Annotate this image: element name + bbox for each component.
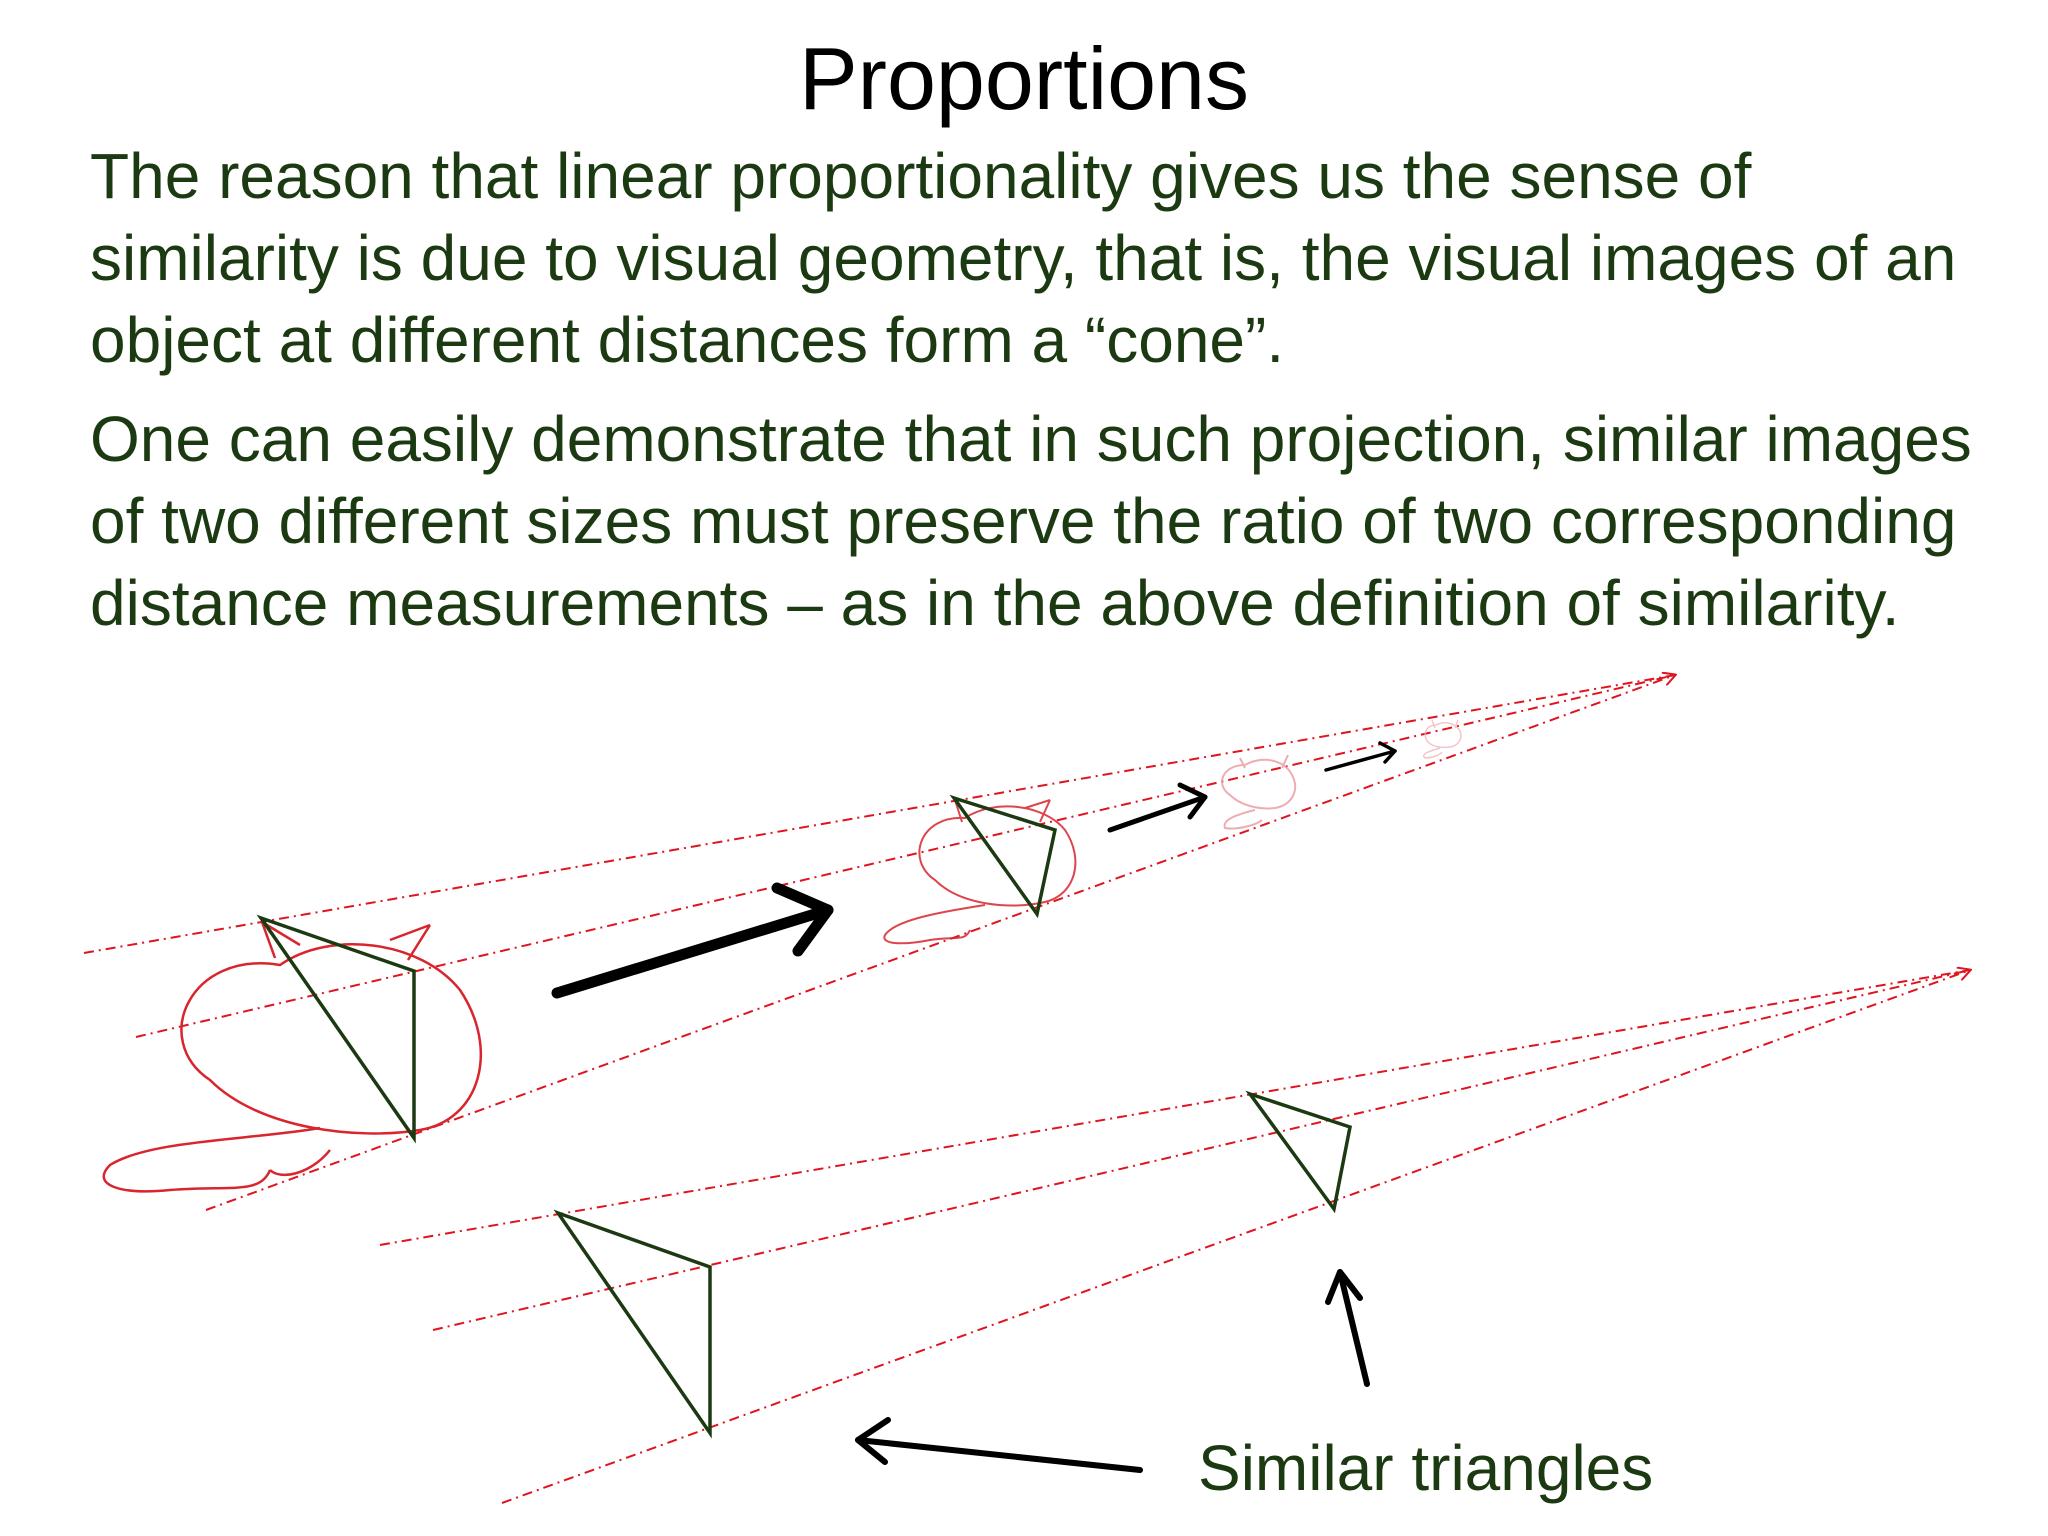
upper-cone-line-top	[83, 674, 1676, 954]
cat-drawing-icon	[1423, 719, 1462, 759]
caption-pointer-arrows	[855, 1269, 1370, 1473]
lower-triangles	[553, 1090, 1353, 1439]
cat-drawing-icon	[1221, 754, 1297, 830]
paragraph-1: The reason that linear proportionality g…	[90, 140, 1957, 376]
lower-cone-line-top	[379, 969, 1971, 1246]
upper-triangles	[256, 794, 1058, 1144]
similar-triangle-large	[553, 1209, 712, 1439]
slide-title: Proportions	[798, 29, 1249, 128]
upper-cone-line-bottom	[205, 675, 1675, 1211]
arrow-icon	[1107, 782, 1208, 833]
arrow-icon	[855, 1417, 1143, 1473]
arrow-icon	[1324, 741, 1397, 772]
cat-triangle-large	[256, 914, 416, 1144]
arrow-icon	[551, 882, 834, 999]
lower-cone-line-middle	[432, 969, 1971, 1331]
arrow-icon	[1325, 1269, 1370, 1387]
upper-cone-lines	[83, 674, 1676, 1211]
similar-triangle-small	[1245, 1090, 1353, 1214]
cat-triangle-medium	[949, 794, 1058, 919]
paragraph-2: One can easily demonstrate that in such …	[90, 403, 1972, 639]
lower-cone-lines	[379, 969, 1971, 1504]
upper-cone-line-middle	[135, 674, 1676, 1038]
lower-cone-line-bottom	[501, 970, 1970, 1504]
caption-similar-triangles: Similar triangles	[1198, 1432, 1654, 1504]
movement-arrows	[551, 741, 1397, 999]
